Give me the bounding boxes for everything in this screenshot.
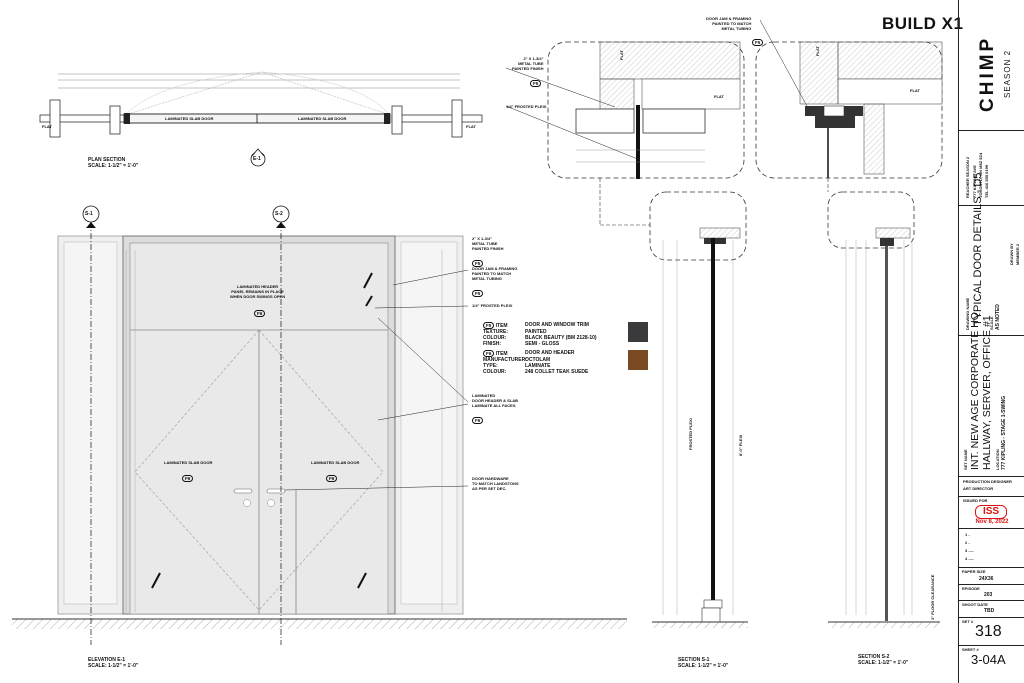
note-frosted-plexi: 1/4" FROSTED PLEXI [472, 303, 513, 308]
section-s1-scale: SCALE: 1-1/2" = 1'-0" [678, 663, 729, 669]
logo-main: CHIMP [977, 35, 998, 112]
note-metal-tube: 2" X 1-3/4" METAL TUBE PAINTED FINISH [472, 236, 504, 251]
company-tel: TEL 416 555 0199 [984, 164, 989, 198]
paper-size-label: PAPER SIZE [962, 569, 986, 574]
note-laminated-slab: LAMINATED DOOR HEADER & SLAB LAMINATE AL… [472, 393, 519, 408]
swatch-teak-suede [628, 350, 648, 370]
sheet-no: 3-04A [971, 652, 1006, 667]
section-plexi-label: FROSTED PLEXI [688, 418, 693, 450]
rev-3: 3 ---- [965, 548, 974, 553]
detail-flat-d: FLAT [815, 46, 820, 56]
drawing-linework [12, 19, 943, 645]
production-designer-label: PRODUCTION DESIGNER [963, 479, 1012, 484]
detail-flat-a: FLAT [714, 94, 724, 99]
detail-jamb-note: DOOR JAM & FRAMING PAINTED TO MATCH META… [706, 16, 752, 31]
set-no: 318 [975, 623, 1002, 640]
rev-1: 1 - [965, 532, 970, 537]
shoot-date-label: SHOOT DATE [962, 602, 988, 607]
drawn-by-label: DRAWN BY [1009, 243, 1014, 265]
location-value: 777 KIPLING - STAGE 1-SWING [1001, 395, 1007, 470]
iss-date: Nov 8, 2022 [975, 519, 1009, 525]
section-marker-s2: S-2 [275, 211, 283, 217]
rev-2: 2 - [965, 540, 970, 545]
plan-scale: SCALE: 1-1/2" = 1'-0" [88, 163, 139, 169]
door-left-tag: F6 [182, 467, 194, 485]
door-right-tag: F6 [326, 467, 338, 485]
scale-value: AS NOTED [995, 304, 1001, 330]
plan-callout-label: E-1 [253, 156, 261, 162]
section-s2 [827, 178, 940, 628]
company-name: REACHER SEASON 2 [965, 156, 970, 198]
location-label: LOCATION [995, 449, 1000, 470]
detail-bubble-left [505, 41, 745, 179]
header-tag: F6 [254, 302, 266, 320]
section-height-label: 8'-0" PLEXI [738, 434, 743, 456]
section-s1-title: SECTION S-1 [678, 657, 710, 663]
detail-tube-note: 2" X 1-3/4" METAL TUBE PAINTED FINISH [512, 56, 544, 71]
detail-bubble-right [755, 19, 943, 179]
elevation-scale: SCALE: 1-1/2" = 1'-0" [88, 663, 139, 669]
episode-label: EPISODE [962, 586, 980, 591]
header-note: LAMINATED HEADER PANEL REMAINS IN PLACE … [230, 284, 286, 299]
section-s2-scale: SCALE: 1-1/2" = 1'-0" [858, 660, 909, 666]
note-laminated-slab-tag: F6 [472, 409, 484, 427]
shoot-date: TBD [984, 608, 995, 614]
rev-4: 4 ---- [965, 556, 974, 561]
detail-tube-tag: F5 [530, 72, 542, 90]
sheet-no-label: SHEET # [962, 647, 979, 652]
art-director-label: ART DIRECTOR [963, 486, 994, 491]
set-name: INT. NEW AGE CORPORATE HQ [969, 312, 981, 470]
floor-clearance-label: 1" FLOOR CLEARANCE [930, 574, 935, 620]
plan-door-label-right: LAMINATED SLAB DOOR [298, 116, 347, 121]
drawn-by: MEMBER 2 [1015, 243, 1020, 265]
elevation-title: ELEVATION E-1 [88, 657, 126, 663]
detail-jamb-tag: F5 [752, 31, 764, 49]
door-right-label: LAMINATED SLAB DOOR [311, 460, 360, 465]
note-door-jam-tag: F5 [472, 282, 484, 300]
plan-flat-left: FLAT [42, 124, 52, 129]
section-s2-title: SECTION S-2 [858, 654, 890, 660]
plan-section [39, 71, 483, 167]
plan-title: PLAN SECTION [88, 157, 126, 163]
swatch-black-beauty [628, 322, 648, 342]
set-name-label: SET NAME [963, 449, 968, 470]
plan-door-label-left: LAMINATED SLAB DOOR [165, 116, 214, 121]
set-sub: HALLWAY, SERVER, OFFICE #1 [981, 315, 993, 470]
section-marker-s1: S-1 [85, 211, 93, 217]
elevation-drawing [12, 205, 627, 645]
note-door-hardware: DOOR HARDWARE TO MATCH LANDSTONS AS PER … [472, 476, 519, 491]
detail-flat-c: FLAT [619, 50, 624, 60]
iss-stamp: ISS [975, 505, 1007, 519]
title-block: CHIMP SEASON 2 REACHER SEASON 2 777 KIPL… [958, 0, 1024, 683]
detail-flat-b: FLAT [910, 88, 920, 93]
detail-plexi-note: 1/4" FROSTED PLEXI [506, 104, 547, 109]
set-no-label: SET # [962, 619, 974, 624]
plan-flat-right: FLAT [466, 124, 476, 129]
section-s1 [599, 178, 748, 628]
note-metal-tube-tag: F5 [472, 252, 484, 270]
note-door-jam: DOOR JAM & FRAMING PAINTED TO MATCH META… [472, 266, 518, 281]
issued-for-label: ISSUED FOR [963, 498, 988, 503]
paper-size: 24X36 [979, 576, 994, 582]
door-left-label: LAMINATED SLAB DOOR [164, 460, 213, 465]
build-title: BUILD X1 [882, 14, 964, 33]
episode: 203 [984, 592, 993, 598]
drawing-name: TYPICAL DOOR DETAILS - D5 [972, 172, 984, 326]
logo-season: SEASON 2 [1003, 49, 1012, 98]
